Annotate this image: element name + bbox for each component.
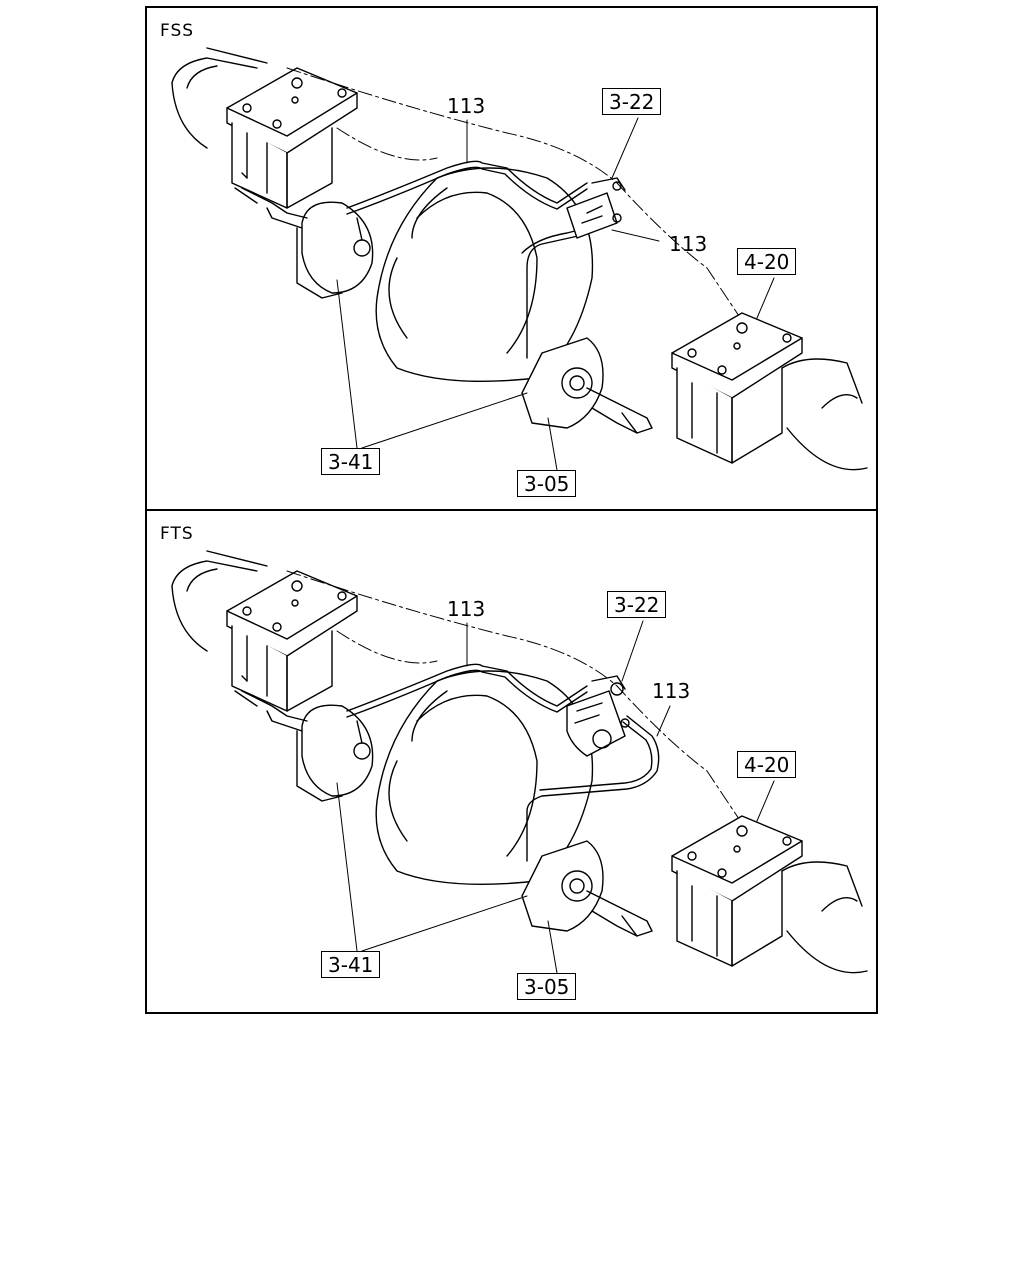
reference-box-3-41[interactable]: 3-41 <box>321 951 381 978</box>
reference-box-3-22[interactable]: 3-22 <box>602 88 662 115</box>
reference-box-3-41[interactable]: 3-41 <box>321 448 381 475</box>
pipe-callout-113-right: 113 <box>669 232 708 256</box>
reference-box-4-20[interactable]: 4-20 <box>737 751 797 778</box>
reference-box-4-20[interactable]: 4-20 <box>737 248 797 275</box>
panel-title: FSS <box>160 21 195 41</box>
pipe-callout-113-upper: 113 <box>447 597 486 621</box>
diagram-panel-fts: FTS 113 3-22 113 4-20 3-41 3-05 <box>145 509 878 1014</box>
pipe-callout-113-upper: 113 <box>447 94 486 118</box>
pipe-callout-113-right: 113 <box>652 679 691 703</box>
panel-title: FTS <box>160 524 194 544</box>
axle-brake-pipe-illustration <box>171 550 868 974</box>
reference-box-3-05[interactable]: 3-05 <box>517 973 577 1000</box>
reference-box-3-22[interactable]: 3-22 <box>607 591 667 618</box>
reference-box-3-05[interactable]: 3-05 <box>517 470 577 497</box>
diagram-panel-fss: FSS 113 3-22 113 4-20 3-41 3-05 <box>145 6 878 511</box>
axle-brake-pipe-illustration <box>171 47 868 471</box>
